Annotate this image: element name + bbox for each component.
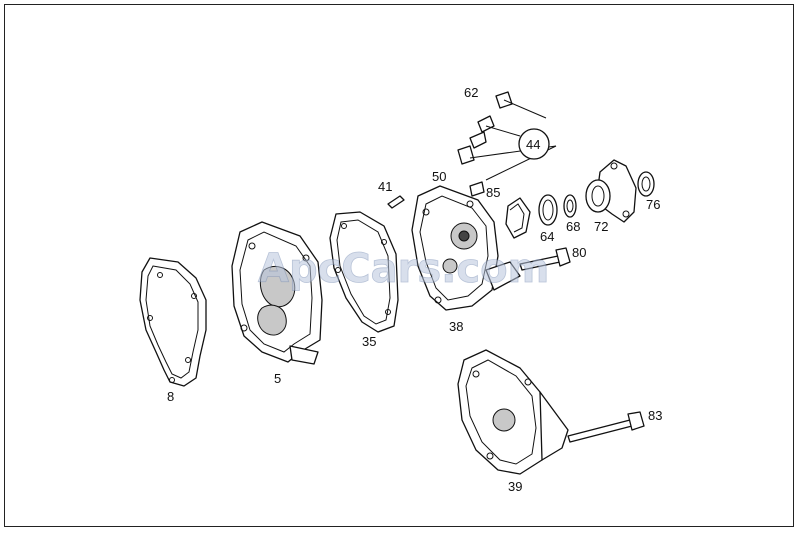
gasket-8[interactable]: [139, 257, 207, 387]
screw-62[interactable]: [495, 91, 547, 119]
part-label-83: 83: [648, 408, 662, 423]
part-label-62: 62: [464, 85, 478, 100]
bolt-80[interactable]: [519, 247, 571, 271]
ring-44[interactable]: [518, 128, 550, 160]
housing-5[interactable]: [231, 221, 323, 365]
part-label-76: 76: [646, 197, 660, 212]
watermark-text: ApcCars.com: [258, 246, 549, 292]
gear-64[interactable]: [505, 194, 558, 239]
nut-76[interactable]: [637, 171, 655, 197]
part-label-50: 50: [432, 169, 446, 184]
bolt-83[interactable]: [567, 411, 645, 443]
housing-39[interactable]: [457, 349, 569, 475]
part-label-41: 41: [378, 179, 392, 194]
part-label-44: 44: [526, 137, 540, 152]
part-label-35: 35: [362, 334, 376, 349]
part-label-39: 39: [508, 479, 522, 494]
sensor-shaft: [457, 115, 557, 181]
part-label-64: 64: [540, 229, 554, 244]
part-label-5: 5: [274, 371, 281, 386]
gasket-35[interactable]: [329, 211, 399, 333]
part-label-72: 72: [594, 219, 608, 234]
dowel-pin-41[interactable]: [387, 195, 405, 209]
part-label-80: 80: [572, 245, 586, 260]
seal-85[interactable]: [469, 181, 485, 197]
flange-72[interactable]: [585, 159, 637, 223]
washer-68[interactable]: [563, 194, 577, 218]
housing-38[interactable]: [411, 185, 521, 311]
part-label-68: 68: [566, 219, 580, 234]
part-label-85: 85: [486, 185, 500, 200]
diagram-frame: [4, 4, 794, 527]
part-label-8: 8: [167, 389, 174, 404]
part-label-38: 38: [449, 319, 463, 334]
